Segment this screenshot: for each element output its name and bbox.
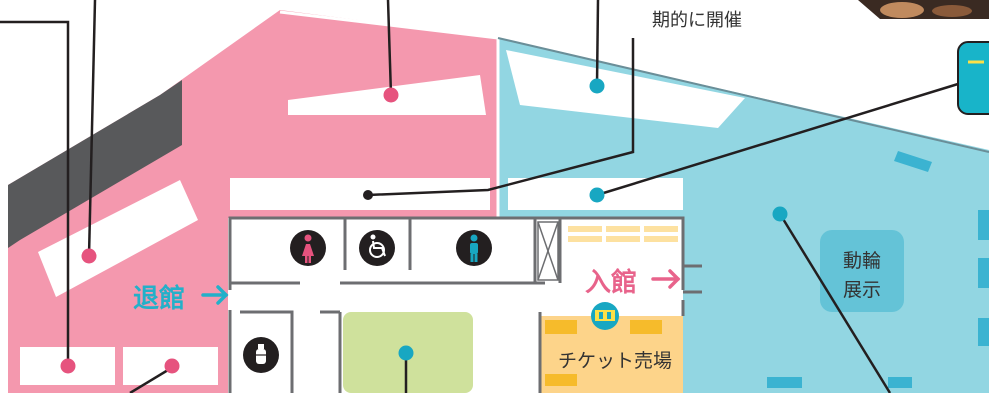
female-restroom-icon xyxy=(290,230,326,266)
bike-display-line2: 展示 xyxy=(842,279,881,301)
wheelchair-restroom-icon xyxy=(359,230,395,266)
white-block-pink-mid xyxy=(230,178,490,210)
roof-edge-blue xyxy=(497,37,989,153)
exit-label: 退館 xyxy=(133,284,186,314)
blue-marker xyxy=(398,345,414,361)
bike-display-box xyxy=(820,230,904,312)
white-block-blue-top xyxy=(506,50,745,128)
enter-label: 入館 xyxy=(585,268,638,298)
ticket-counter-label: チケット売場 xyxy=(558,350,673,372)
bike-display-label: 動輪 展示 xyxy=(822,247,902,305)
pink-marker xyxy=(81,248,97,264)
shelving xyxy=(568,226,678,242)
info-box-partial xyxy=(957,41,989,115)
male-restroom-icon xyxy=(456,230,492,266)
enter-arrow-icon xyxy=(651,269,681,289)
ticket-accent-3 xyxy=(545,374,577,386)
photo-thumbnail xyxy=(858,0,989,19)
callout-text: 期的に開催 xyxy=(652,10,742,31)
location-markers xyxy=(60,78,788,374)
elevator-icon xyxy=(537,221,559,281)
dark-marker xyxy=(363,190,373,200)
pink-marker xyxy=(383,87,399,103)
pink-marker xyxy=(164,358,180,374)
ticket-accent-1 xyxy=(545,320,577,334)
dark-wall xyxy=(8,80,182,248)
ticket-accent-2 xyxy=(630,320,662,334)
bike-display-line1: 動輪 xyxy=(842,250,881,272)
ticket-machine-icon xyxy=(591,302,619,330)
white-block-diagonal xyxy=(38,180,198,297)
blue-marker xyxy=(589,187,605,203)
exit-arrow-icon xyxy=(201,285,229,305)
pink-marker xyxy=(60,358,76,374)
blue-marker xyxy=(589,78,605,94)
blue-marker xyxy=(772,206,788,222)
baby-room-icon xyxy=(243,337,279,373)
callout-lines xyxy=(0,0,959,393)
blue-dashes xyxy=(767,151,989,388)
facility-walls xyxy=(228,216,702,393)
